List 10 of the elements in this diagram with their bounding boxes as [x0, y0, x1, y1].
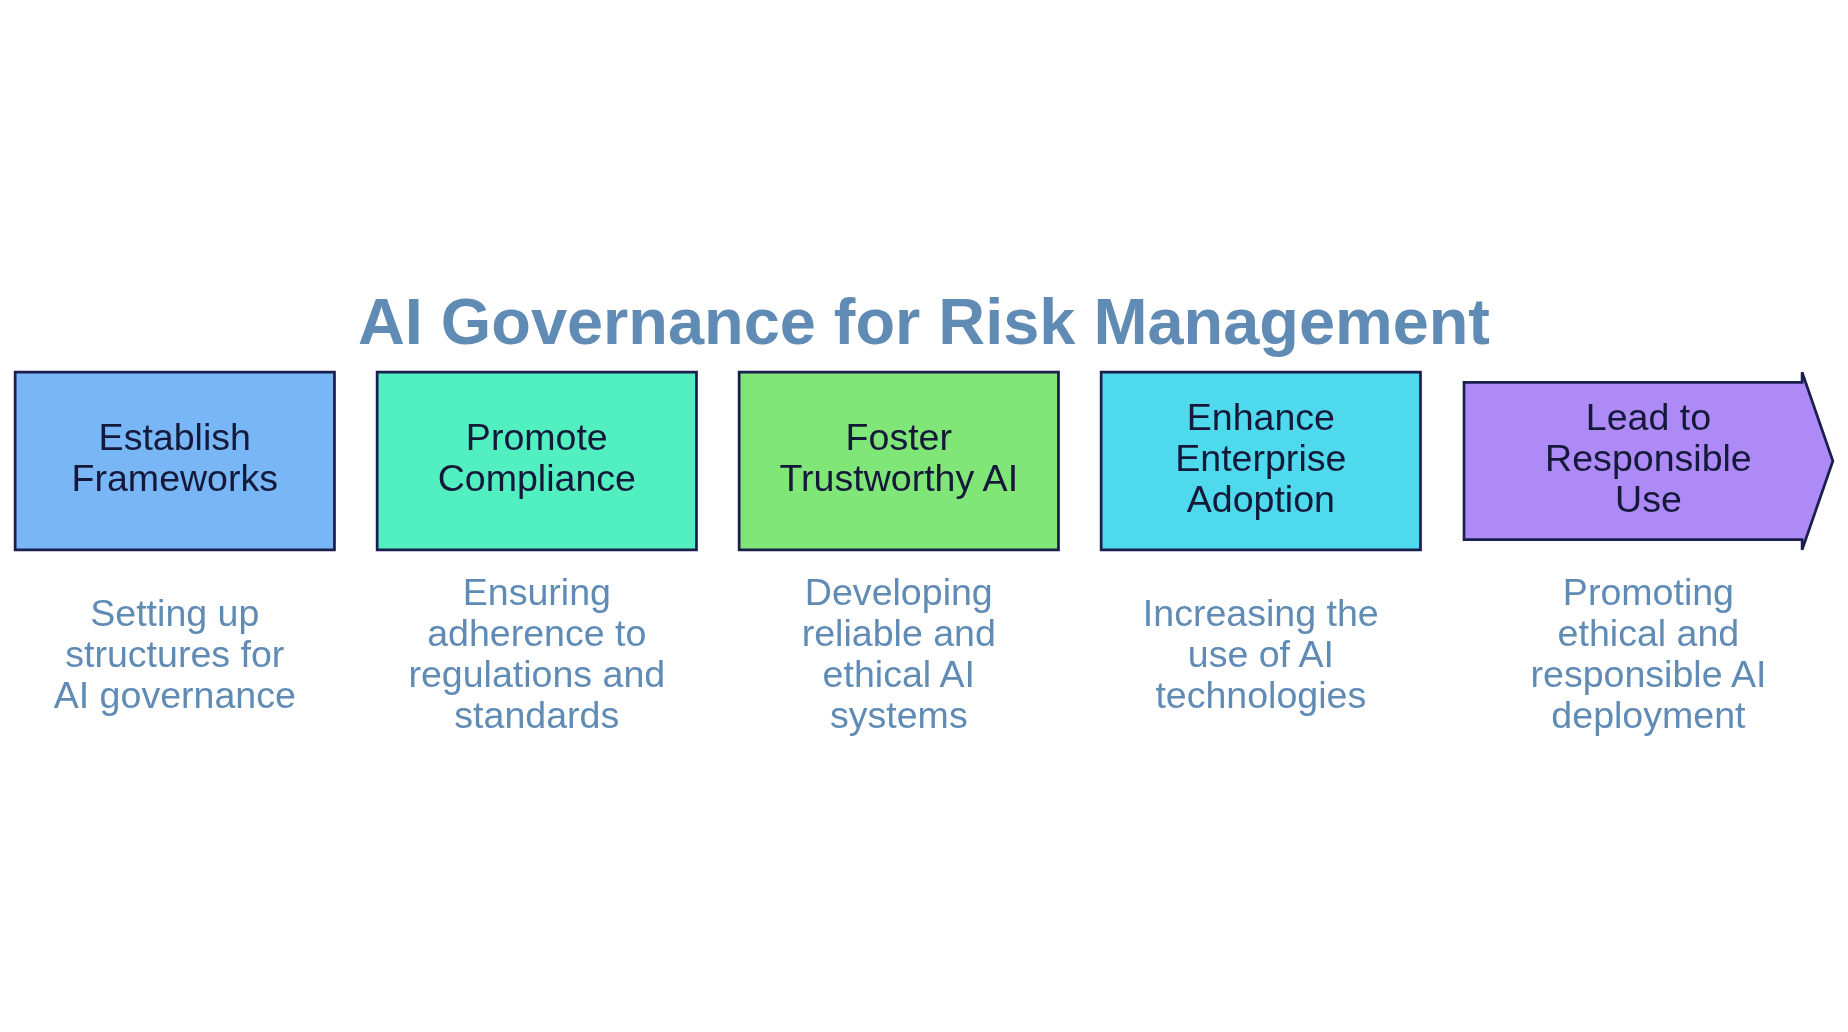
node-box: Foster Trustworthy AI — [737, 370, 1060, 551]
node-label: Developing reliable and ethical AI systems — [801, 570, 996, 736]
node-box: Enhance Enterprise Adoption — [1099, 370, 1422, 551]
diagram-title: AI Governance for Risk Management — [357, 284, 1490, 358]
node-box: Establish Frameworks — [13, 370, 336, 551]
node-label: Increasing the use of AI technologies — [1142, 591, 1379, 716]
node-box: Promote Compliance — [375, 370, 698, 551]
node-label: Setting up structures for AI governance — [53, 591, 296, 716]
node-label: Ensuring adherence to regulations and standards — [408, 570, 666, 736]
node-label: Promoting ethical and responsible AI deployment — [1530, 570, 1767, 736]
